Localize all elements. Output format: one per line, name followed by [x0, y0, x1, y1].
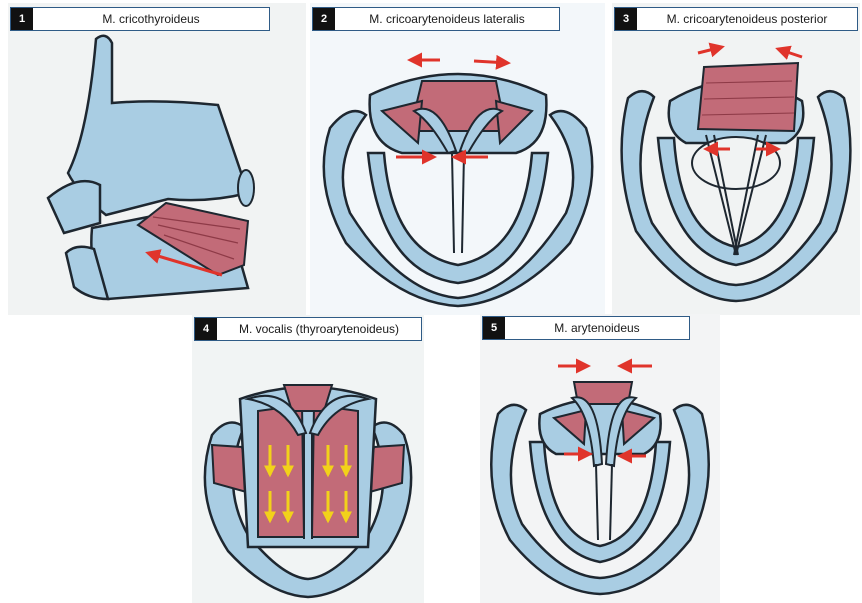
posterior-cricoarytenoid-illustration: [612, 3, 860, 315]
panel-1-title: M. cricothyroideus: [33, 12, 269, 26]
panel-2-number: 2: [313, 8, 335, 30]
cricothyroid-illustration: [8, 3, 306, 315]
panel-2: 2 M. cricoarytenoideus lateralis: [310, 3, 605, 315]
lateral-cricoarytenoid-illustration: [310, 3, 605, 315]
panel-5: 5 M. arytenoideus: [480, 314, 720, 603]
panel-1: 1 M. cricothyroideus: [8, 3, 306, 315]
panel-5-header: 5 M. arytenoideus: [482, 316, 690, 340]
panel-2-title: M. cricoarytenoideus lateralis: [335, 12, 559, 26]
panel-2-header: 2 M. cricoarytenoideus lateralis: [312, 7, 560, 31]
panel-4-title: M. vocalis (thyroarytenoideus): [217, 322, 421, 336]
panel-3-header: 3 M. cricoarytenoideus posterior: [614, 7, 858, 31]
panel-1-number: 1: [11, 8, 33, 30]
vocalis-illustration: [192, 315, 424, 603]
panel-3: 3 M. cricoarytenoideus posterior: [612, 3, 860, 315]
panel-4-header: 4 M. vocalis (thyroarytenoideus): [194, 317, 422, 341]
arytenoid-illustration: [480, 314, 720, 603]
panel-5-title: M. arytenoideus: [505, 321, 689, 335]
panel-3-number: 3: [615, 8, 637, 30]
panel-4: 4 M. vocalis (thyroarytenoideus): [192, 315, 424, 603]
panel-3-title: M. cricoarytenoideus posterior: [637, 12, 857, 26]
panel-5-number: 5: [483, 317, 505, 339]
panel-4-number: 4: [195, 318, 217, 340]
panel-1-header: 1 M. cricothyroideus: [10, 7, 270, 31]
